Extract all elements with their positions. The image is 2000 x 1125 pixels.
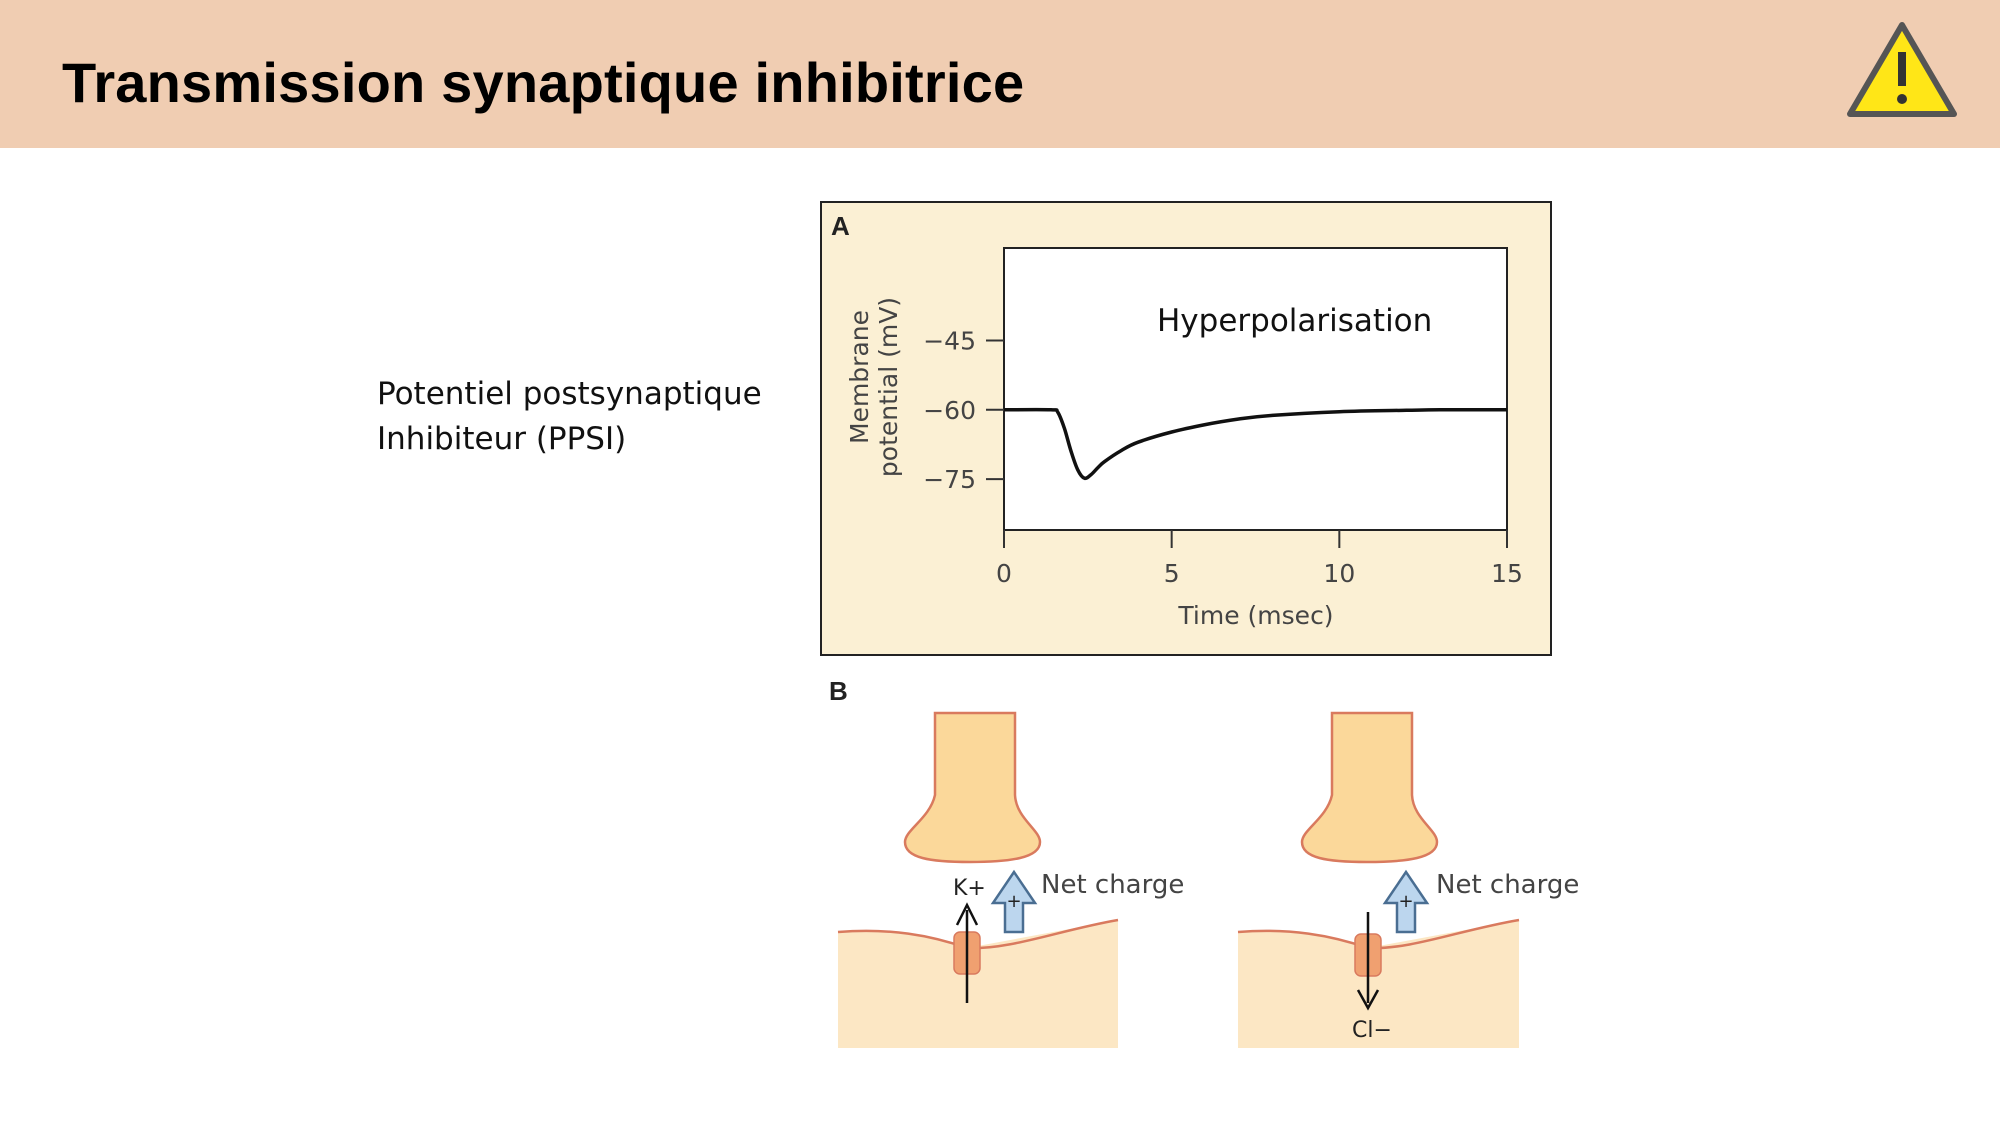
title-bar: [0, 0, 2000, 148]
net-charge-label-right: Net charge: [1436, 870, 1579, 900]
slide-title: Transmission synaptique inhibitrice: [62, 51, 1025, 114]
net-charge-sign-left: +: [1006, 891, 1021, 912]
y-tick-label: −75: [923, 465, 976, 494]
x-axis-ticks: 0 5 10 15: [996, 530, 1523, 588]
y-tick-label: −60: [923, 396, 976, 425]
x-tick-label: 15: [1491, 559, 1523, 588]
plot-area: [1003, 247, 1508, 531]
k-ion-arrowhead: [955, 902, 979, 926]
presynaptic-terminal-left: [903, 711, 1042, 864]
k-ion-label: K+: [953, 876, 986, 901]
x-axis-label: Time (msec): [1177, 601, 1333, 630]
hyperpolarisation-label: Hyperpolarisation: [1157, 303, 1432, 339]
warning-triangle-icon: [1847, 22, 1957, 117]
synapse-k-efflux: K+ + Net charge: [837, 711, 1184, 1048]
synapse-cl-influx: Cl− + Net charge: [1237, 711, 1579, 1048]
panel-b-letter: B: [829, 676, 848, 706]
cl-ion-arrowhead: [1356, 989, 1380, 1011]
panel-b: B K+ + Net charge Cl− + Net charge: [829, 676, 1579, 1048]
ppsi-caption: Potentiel postsynaptique Inhibiteur (PPS…: [377, 372, 762, 462]
net-charge-arrow-right: [1382, 869, 1430, 934]
net-charge-label-left: Net charge: [1041, 870, 1184, 900]
cl-ion-label: Cl−: [1352, 1018, 1392, 1043]
y-axis-label-line-2: potential (mV): [874, 297, 903, 477]
net-charge-sign-right: +: [1398, 891, 1413, 912]
x-tick-label: 10: [1323, 559, 1355, 588]
y-axis-label-line-1: Membrane: [845, 310, 874, 444]
caption-line-1: Potentiel postsynaptique: [377, 376, 762, 412]
panel-a-letter: A: [831, 211, 850, 241]
postsynaptic-membrane-left: [838, 920, 1118, 1048]
y-tick-label: −45: [923, 326, 976, 355]
x-tick-label: 5: [1164, 559, 1180, 588]
presynaptic-terminal-right: [1300, 711, 1439, 864]
membrane-potential-trace: [1003, 407, 1508, 481]
y-axis-ticks: −45 −60 −75: [923, 326, 1004, 494]
net-charge-arrow-left: [990, 869, 1038, 934]
x-tick-label: 0: [996, 559, 1012, 588]
postsynaptic-membrane-right: [1238, 920, 1519, 1048]
caption-line-2: Inhibiteur (PPSI): [377, 421, 627, 457]
panel-a: A −45 −60 −75 0 5 10 15 Membrane potential (m…: [820, 201, 1552, 656]
